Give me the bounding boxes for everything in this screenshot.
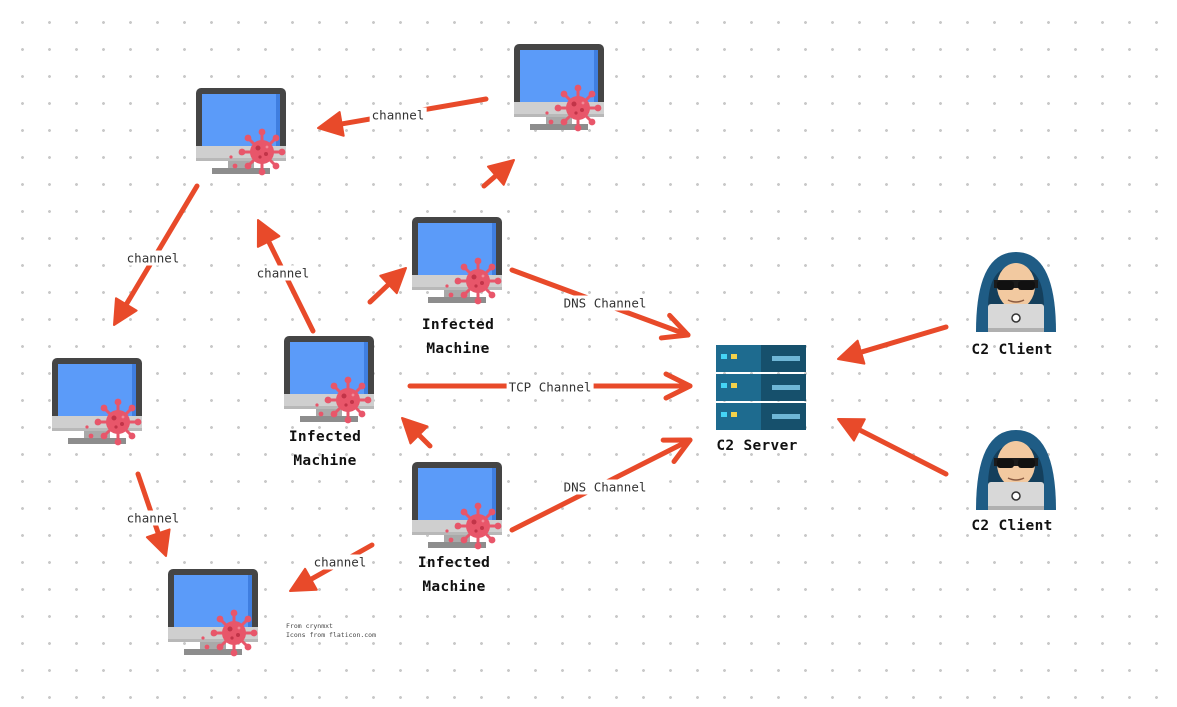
- machine-m7: [168, 569, 259, 658]
- machine-m5: [284, 336, 374, 425]
- arrow-center-channel: [256, 219, 316, 334]
- edge-label-top: channel: [369, 107, 427, 123]
- edge-label-left-1: channel: [124, 250, 182, 266]
- arrow-m6-to-m5: [401, 417, 433, 449]
- edge-label-dns-bottom: DNS Channel: [561, 479, 649, 495]
- credits-line-1: From crynmxt: [286, 622, 333, 630]
- arrow-left-channel-1: [113, 183, 200, 326]
- credits-line-2: Icons from flaticon.com: [286, 631, 377, 639]
- caption-line: Infected: [421, 317, 495, 333]
- arrow-m3-to-m1: [481, 159, 515, 189]
- edge-label-tcp: TCP Channel: [506, 379, 594, 395]
- edge-label-left-2: channel: [124, 510, 182, 526]
- caption-line: Infected: [288, 429, 362, 445]
- machine-caption-m5: Infected Machine: [289, 425, 361, 473]
- machine-m1: [514, 44, 604, 133]
- edge-label-center: channel: [254, 265, 312, 281]
- hacker-icon-1: [975, 251, 1057, 333]
- c2-client-label-1: C2 Client: [971, 342, 1053, 358]
- caption-line: Infected: [417, 555, 491, 571]
- machine-caption-m6: Infected Machine: [418, 551, 490, 599]
- edge-label-bottom: channel: [311, 554, 369, 570]
- machine-m4: [52, 358, 143, 447]
- machine-m3: [412, 217, 503, 306]
- hacker-icon-2: [975, 429, 1057, 511]
- c2-client-label-2: C2 Client: [971, 518, 1053, 534]
- arrow-client-2-to-server: [837, 418, 949, 477]
- edge-label-dns-top: DNS Channel: [561, 295, 649, 311]
- machine-m2: [196, 88, 287, 177]
- c2-server-label: C2 Server: [716, 438, 798, 454]
- caption-line: Machine: [293, 453, 357, 469]
- credits: From crynmxt Icons from flaticon.com: [286, 622, 376, 640]
- arrow-client-1-to-server: [837, 324, 949, 365]
- machine-m6: [412, 462, 503, 551]
- machine-caption-m3: Infected Machine: [422, 313, 494, 361]
- caption-line: Machine: [426, 341, 490, 357]
- arrow-m5-to-m3: [367, 267, 407, 305]
- caption-line: Machine: [422, 579, 486, 595]
- c2-server-icon: [716, 345, 806, 430]
